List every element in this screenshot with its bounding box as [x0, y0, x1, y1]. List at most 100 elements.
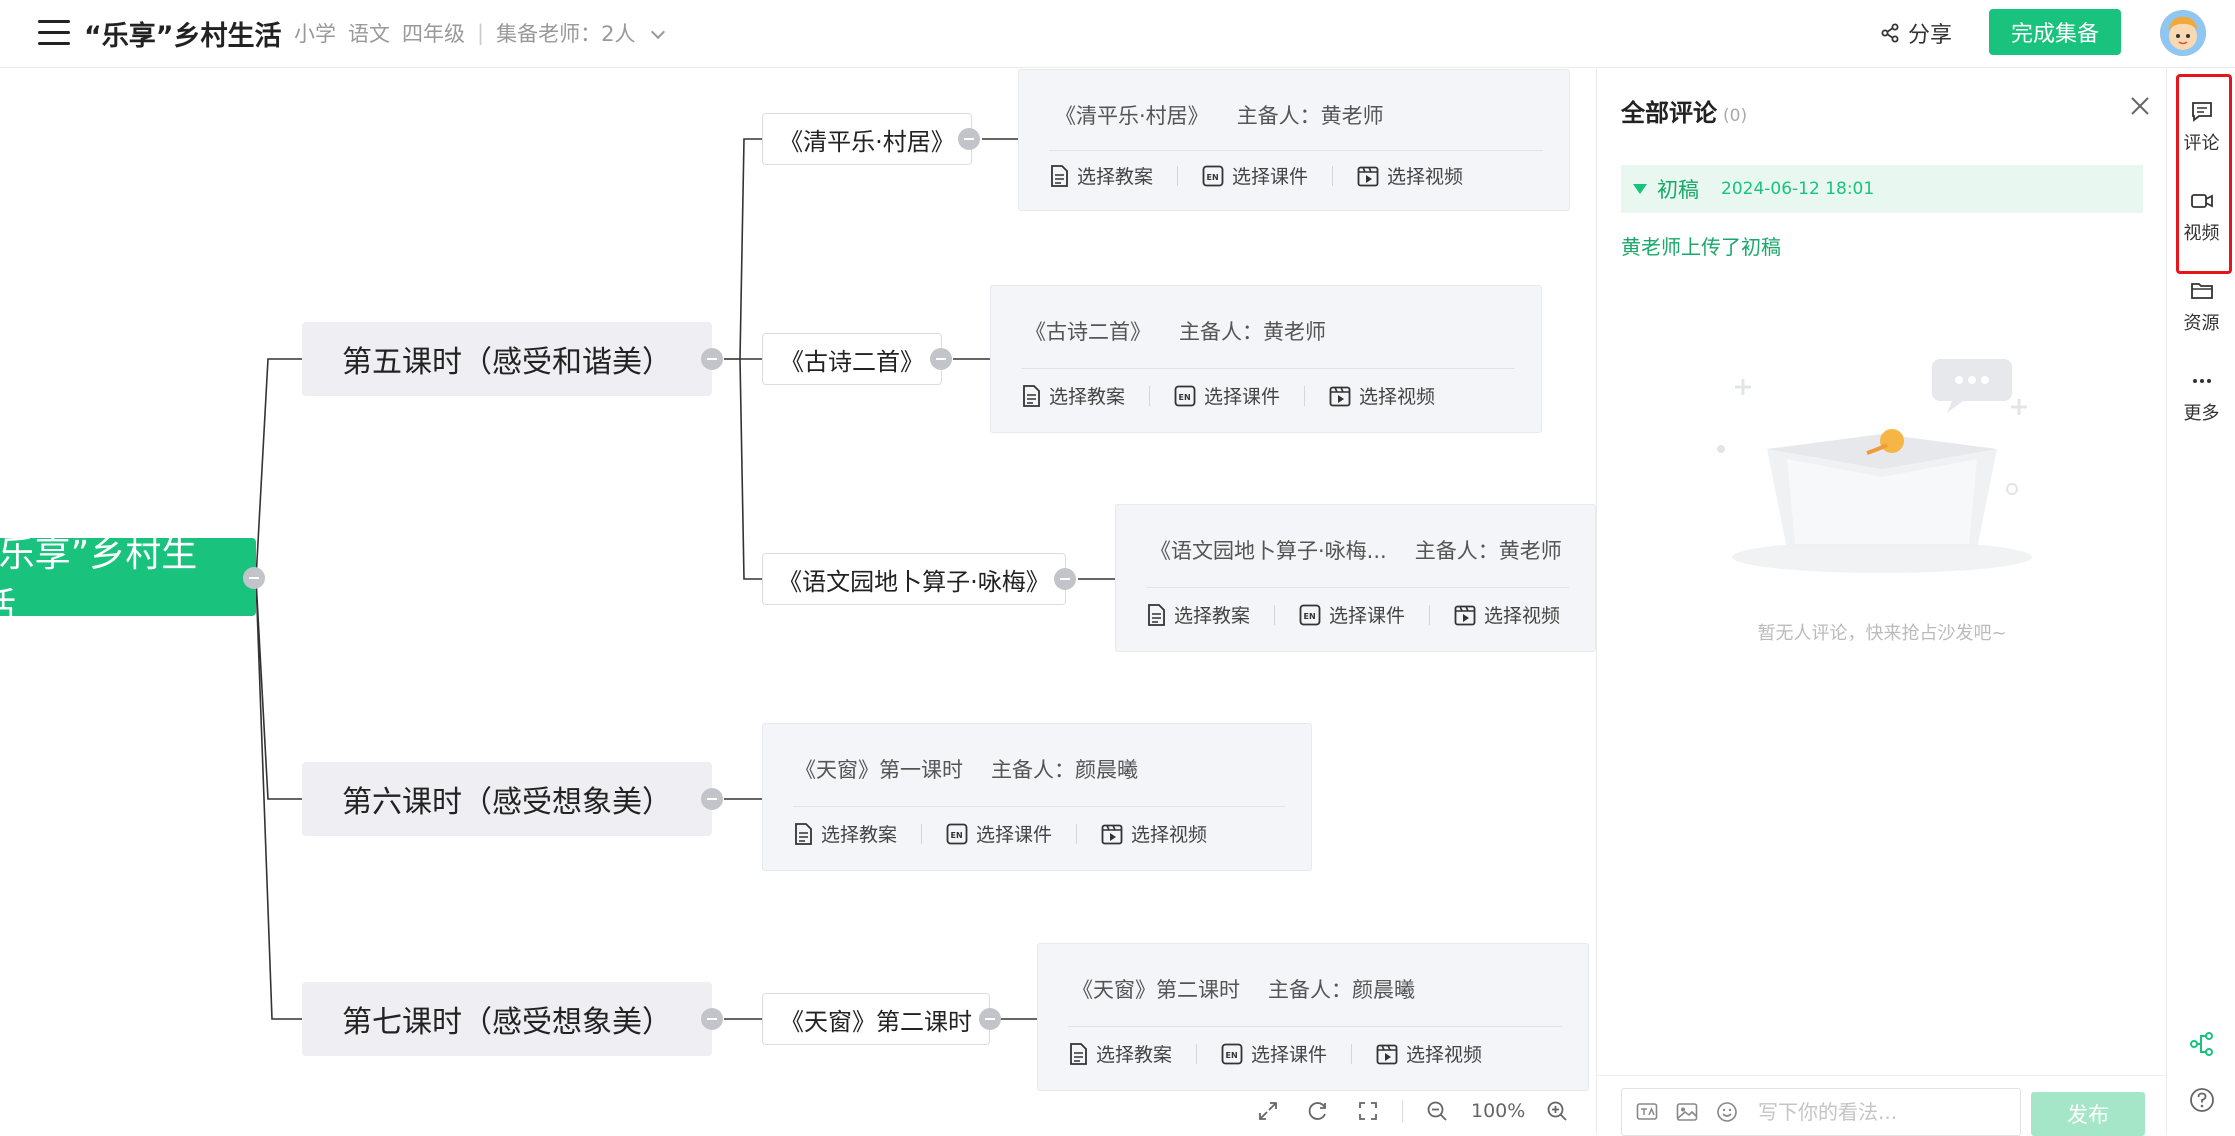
collapse-toggle-topic-3[interactable] [1054, 568, 1076, 590]
rail-item-resources[interactable]: 资源 [2167, 279, 2235, 359]
action-divider [1304, 385, 1306, 406]
publish-button[interactable]: 发布 [2031, 1092, 2145, 1136]
translate-icon[interactable] [1636, 1101, 1658, 1123]
mindmap-structure-icon[interactable] [2167, 1031, 2235, 1057]
select-courseware-label: 选择课件 [1232, 166, 1309, 188]
mind-map-canvas[interactable]: “乐享”乡村生活 第五课时（感受和谐美） 第六课时（感受想象美） 第七课时（感受… [0, 69, 1596, 1134]
card-actions: 选择教案 EN 选择课件 选择视频 [1068, 1040, 1482, 1067]
root-node[interactable]: “乐享”乡村生活 [0, 534, 256, 627]
rail-item-more[interactable]: 更多 [2167, 369, 2235, 449]
card-divider [1021, 368, 1515, 369]
select-plan-button[interactable]: 选择教案 [1021, 382, 1125, 409]
comments-count: (0) [1723, 106, 1748, 126]
card-title: 《清平乐·村居》 [1055, 104, 1209, 128]
action-divider [1351, 1043, 1353, 1064]
select-plan-button[interactable]: 选择教案 [1049, 162, 1153, 189]
emoji-icon[interactable] [1716, 1101, 1738, 1123]
topic-node-tianchuang-2[interactable]: 《天窗》第二课时 [762, 993, 990, 1045]
finish-button[interactable]: 完成集备 [1989, 9, 2121, 55]
collapse-toggle-lesson-5[interactable] [701, 348, 723, 370]
teachers-label: 集备老师：2人 [496, 22, 636, 46]
card-divider [1068, 1026, 1562, 1027]
avatar[interactable] [2160, 10, 2206, 56]
topic-node-yuwenyuandi[interactable]: 《语文园地卜算子·咏梅》 [762, 553, 1066, 605]
select-courseware-label: 选择课件 [1204, 386, 1281, 408]
image-icon[interactable] [1676, 1101, 1698, 1123]
document-icon [795, 822, 812, 845]
menu-icon[interactable] [38, 20, 70, 46]
collapse-toggle-root[interactable] [243, 567, 265, 589]
courseware-icon: EN [1299, 604, 1321, 625]
select-plan-button[interactable]: 选择教案 [1146, 601, 1250, 628]
zoom-out-icon[interactable] [1421, 1095, 1453, 1127]
expand-icon[interactable] [1252, 1095, 1284, 1127]
courseware-icon: EN [1174, 385, 1196, 406]
collapse-toggle-topic-2[interactable] [930, 348, 952, 370]
card-header: 《天窗》第二课时主备人：颜晨曦 [1072, 974, 1415, 1004]
lesson-node-6[interactable]: 第六课时（感受想象美） [302, 762, 712, 836]
collapse-toggle-topic-1[interactable] [958, 128, 980, 150]
zoom-toolbar: 100% [1252, 1095, 1591, 1127]
collapse-toggle-topic-4[interactable] [979, 1008, 1001, 1030]
select-plan-button[interactable]: 选择教案 [1068, 1040, 1172, 1067]
comments-title: 全部评论 (0) [1621, 93, 1747, 128]
draft-section-toggle[interactable]: 初稿 2024-06-12 18:01 [1621, 165, 2143, 213]
lesson-card-5: 《天窗》第二课时主备人：颜晨曦 选择教案 EN 选择课件 选择视频 [1037, 943, 1589, 1091]
select-courseware-button[interactable]: EN 选择课件 [1221, 1040, 1327, 1067]
document-icon [1148, 603, 1165, 626]
select-courseware-button[interactable]: EN 选择课件 [1174, 382, 1280, 409]
collapse-toggle-lesson-7[interactable] [701, 1008, 723, 1030]
card-header: 《古诗二首》主备人：黄老师 [1025, 316, 1326, 346]
action-divider [1149, 385, 1151, 406]
zoom-in-icon[interactable] [1541, 1095, 1573, 1127]
comment-input[interactable] [1756, 1099, 1980, 1125]
select-plan-button[interactable]: 选择教案 [793, 820, 897, 847]
reset-icon[interactable] [1302, 1095, 1334, 1127]
topic-node-qingpingle[interactable]: 《清平乐·村居》 [762, 113, 972, 165]
action-divider [1196, 1043, 1198, 1064]
select-video-label: 选择视频 [1484, 605, 1561, 627]
select-video-button[interactable]: 选择视频 [1454, 601, 1560, 628]
select-video-button[interactable]: 选择视频 [1357, 162, 1463, 189]
more-icon [2192, 379, 2211, 383]
select-courseware-label: 选择课件 [1251, 1044, 1328, 1066]
rail-item-video[interactable]: 视频 [2167, 189, 2235, 269]
select-video-button[interactable]: 选择视频 [1376, 1040, 1482, 1067]
help-icon[interactable] [2167, 1087, 2235, 1113]
chevron-down-icon [651, 24, 666, 40]
teachers-dropdown[interactable]: 集备老师：2人 [496, 18, 675, 48]
close-icon[interactable] [2129, 95, 2151, 117]
fullscreen-icon[interactable] [1352, 1095, 1384, 1127]
share-label: 分享 [1908, 23, 1953, 48]
topic-node-gushi[interactable]: 《古诗二首》 [762, 333, 942, 385]
lesson-node-5[interactable]: 第五课时（感受和谐美） [302, 322, 712, 396]
courseware-icon: EN [1221, 1043, 1243, 1064]
draft-label: 初稿 [1657, 178, 1699, 202]
action-divider [1429, 604, 1431, 625]
card-divider [1049, 150, 1543, 151]
select-video-button[interactable]: 选择视频 [1101, 820, 1207, 847]
select-video-label: 选择视频 [1131, 824, 1208, 846]
upload-note: 黄老师上传了初稿 [1621, 235, 1781, 259]
video-icon [1454, 605, 1476, 625]
collapse-toggle-lesson-6[interactable] [701, 788, 723, 810]
select-plan-label: 选择教案 [1096, 1044, 1173, 1066]
share-button[interactable]: 分享 [1880, 17, 1952, 49]
select-video-button[interactable]: 选择视频 [1329, 382, 1435, 409]
lesson-node-7[interactable]: 第七课时（感受想象美） [302, 982, 712, 1056]
card-divider [1146, 587, 1569, 588]
connector-lines [255, 138, 1115, 1020]
rail-item-comments[interactable]: 评论 [2167, 99, 2235, 179]
document-icon [1023, 384, 1040, 407]
zoom-level: 100% [1471, 1100, 1526, 1122]
comment-composer: 发布 [1597, 1075, 2167, 1136]
empty-box-illustration [1717, 359, 2032, 573]
folder-icon [2190, 283, 2213, 299]
video-icon [1357, 166, 1379, 186]
comments-title-label: 全部评论 [1621, 99, 1717, 127]
